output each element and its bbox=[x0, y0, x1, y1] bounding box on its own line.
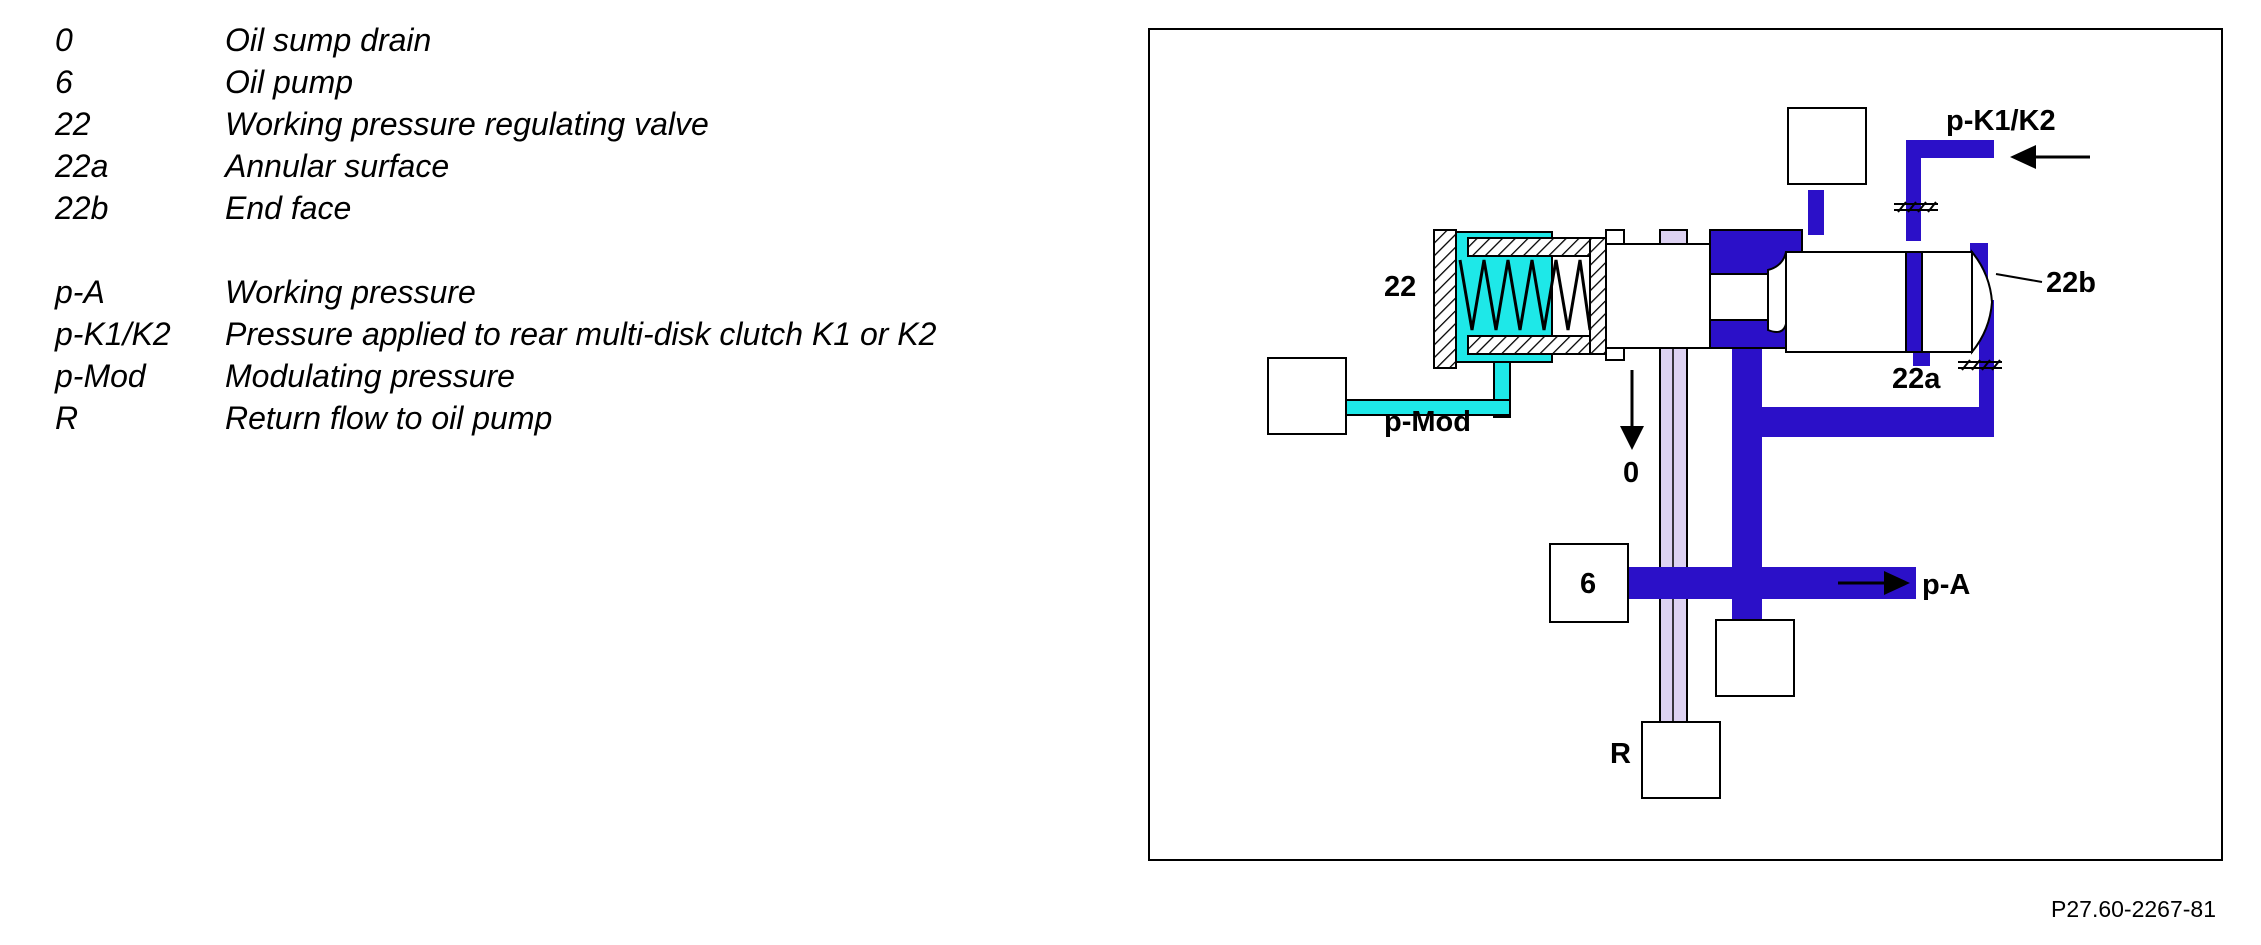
legend-item: 22b End face bbox=[55, 190, 1105, 232]
modulating-pressure-box bbox=[1267, 357, 1347, 435]
legend-key: 0 bbox=[55, 22, 73, 58]
oil-pump-box bbox=[1549, 543, 1629, 623]
legend-description: Return flow to oil pump bbox=[225, 400, 553, 436]
end-face-label: 22b bbox=[2046, 267, 2096, 299]
return-flow-box bbox=[1641, 721, 1721, 799]
sump-drain-label: 0 bbox=[1623, 457, 1639, 489]
figure-code: P27.60-2267-81 bbox=[2051, 896, 2216, 922]
clutch-pressure-label: p-K1/K2 bbox=[1946, 105, 2056, 137]
legend-key: 22 bbox=[55, 106, 91, 142]
annular-surface-label: 22a bbox=[1892, 363, 1941, 395]
legend-description: Annular surface bbox=[225, 148, 450, 184]
pressure-box-top bbox=[1787, 107, 1867, 185]
legend-key: 6 bbox=[55, 64, 73, 100]
legend-description: Oil pump bbox=[225, 64, 354, 100]
working-pressure-label: p-A bbox=[1922, 569, 1970, 601]
legend-item: p-K1/K2 Pressure applied to rear multi-d… bbox=[55, 316, 1105, 358]
restriction-marks bbox=[1894, 201, 2002, 371]
legend-key: p-K1/K2 bbox=[55, 316, 171, 352]
legend-description: End face bbox=[225, 190, 352, 226]
valve-spool bbox=[1605, 243, 1994, 355]
legend-description: Working pressure regulating valve bbox=[225, 106, 709, 142]
legend-key: 22b bbox=[55, 190, 109, 226]
legend-key: R bbox=[55, 400, 79, 436]
hydraulic-diagram: 22 22b 22a p-K1/K2 p-Mod 0 6 p-A R bbox=[1267, 105, 2096, 799]
legend-item: 0 Oil sump drain bbox=[55, 22, 1105, 64]
legend: 0 Oil sump drain 6 Oil pump 22 Working p… bbox=[55, 22, 1105, 442]
legend-item: 6 Oil pump bbox=[55, 64, 1105, 106]
legend-key: 22a bbox=[55, 148, 109, 184]
legend-item: p-A Working pressure bbox=[55, 274, 1105, 316]
arrow-icon bbox=[1838, 571, 1910, 595]
diagram-frame: 22 22b 22a p-K1/K2 p-Mod 0 6 p-A R bbox=[1148, 28, 2223, 861]
legend-item: 22 Working pressure regulating valve bbox=[55, 106, 1105, 148]
legend-description: Oil sump drain bbox=[225, 22, 432, 58]
legend-description: Modulating pressure bbox=[225, 358, 515, 394]
oil-pump-label: 6 bbox=[1580, 568, 1596, 600]
arrow-icon bbox=[1620, 370, 1644, 450]
working-pressure-box bbox=[1715, 619, 1795, 697]
legend-key: p-A bbox=[55, 274, 105, 310]
arrow-icon bbox=[2010, 145, 2090, 169]
modulating-pressure-label: p-Mod bbox=[1384, 406, 1471, 438]
legend-item: R Return flow to oil pump bbox=[55, 400, 1105, 442]
legend-item: 22a Annular surface bbox=[55, 148, 1105, 190]
legend-description: Working pressure bbox=[225, 274, 476, 310]
legend-description: Pressure applied to rear multi-disk clut… bbox=[225, 316, 937, 352]
legend-item: p-Mod Modulating pressure bbox=[55, 358, 1105, 400]
valve-label: 22 bbox=[1384, 271, 1416, 303]
legend-key: p-Mod bbox=[55, 358, 146, 394]
return-flow-label: R bbox=[1610, 738, 1631, 770]
